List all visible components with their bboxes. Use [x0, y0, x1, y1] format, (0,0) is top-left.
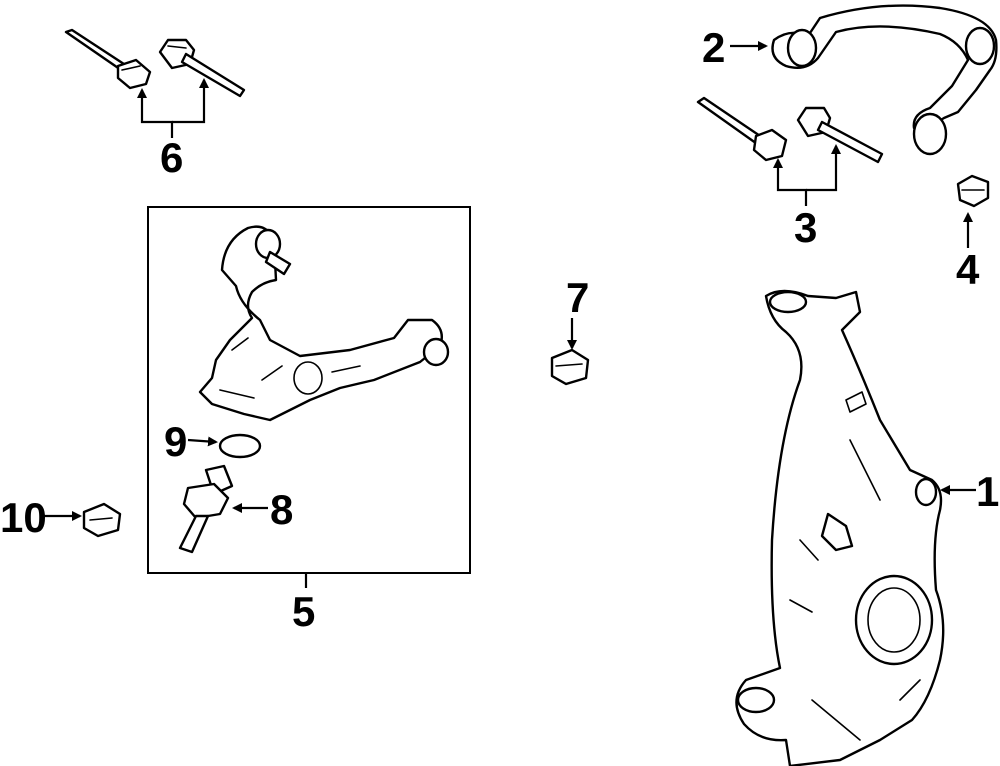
callout-5: 5 — [292, 588, 315, 635]
bolt-pair-6[interactable] — [64, 28, 246, 98]
assembly-box-5 — [147, 206, 471, 574]
callout-10: 10 — [0, 494, 47, 541]
callout-6: 6 — [160, 134, 183, 181]
leader-6b — [172, 78, 209, 124]
callout-3: 3 — [794, 204, 817, 251]
leader-3b — [806, 144, 841, 192]
callout-9: 9 — [164, 418, 187, 465]
callout-8: 8 — [270, 486, 293, 533]
upper-control-arm-2[interactable] — [771, 4, 998, 156]
nut-10[interactable] — [82, 502, 122, 538]
callout-4: 4 — [956, 246, 980, 293]
leader-3 — [773, 158, 808, 206]
nut-7[interactable] — [550, 348, 590, 386]
ball-joint-8[interactable] — [178, 464, 234, 554]
callout-7: 7 — [566, 274, 589, 321]
callout-2: 2 — [702, 24, 725, 71]
leader-9 — [187, 436, 218, 447]
bolt-right — [158, 38, 246, 98]
leader-6 — [137, 88, 174, 138]
lower-control-arm[interactable] — [198, 225, 450, 422]
bolt-pair-3[interactable] — [696, 96, 884, 164]
callout-1: 1 — [976, 468, 999, 515]
nut-4[interactable] — [956, 174, 990, 208]
steering-knuckle-1[interactable] — [735, 289, 945, 766]
bolt-left — [64, 28, 152, 90]
snap-ring-9[interactable] — [218, 433, 262, 459]
